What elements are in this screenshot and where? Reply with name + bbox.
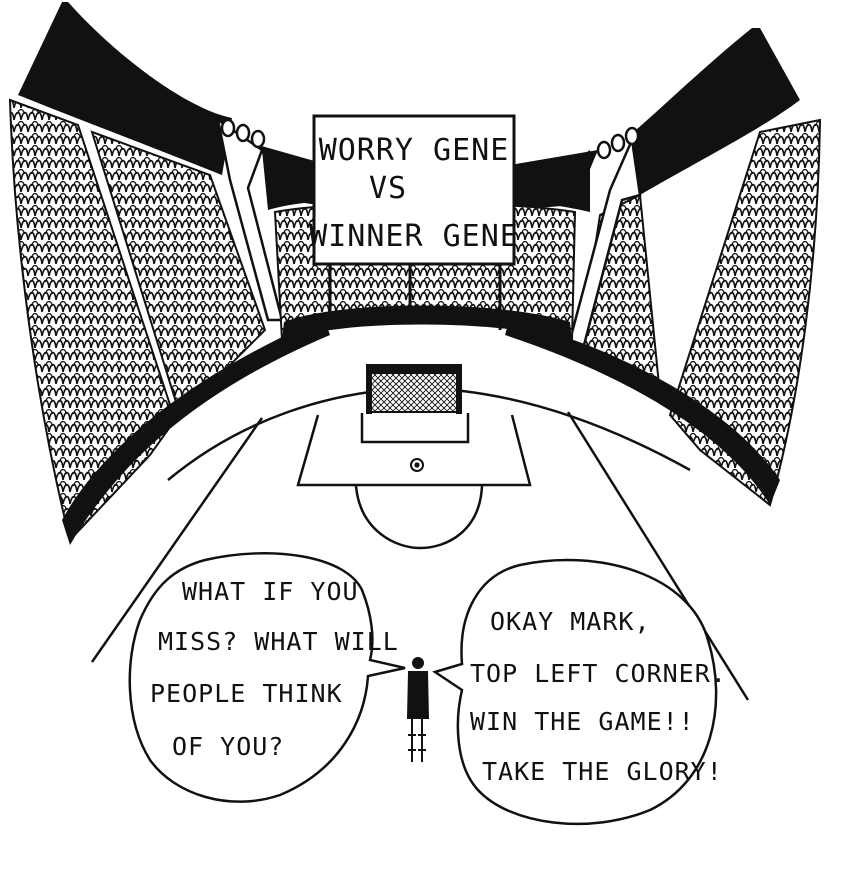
player-figure-icon [406, 657, 430, 762]
right-roof [630, 28, 800, 195]
right-bubble-outline [432, 558, 718, 826]
right-bubble-line-4: TAKE THE GLORY! [482, 757, 723, 786]
scoreboard-line-1: WORRY GENE [319, 133, 510, 168]
scoreboard-panel [312, 114, 516, 266]
right-stand [505, 28, 822, 507]
scoreboard-line-2: VS [369, 171, 407, 206]
right-speech-bubble: OKAY MARK, TOP LEFT CORNER. WIN THE GAME… [432, 558, 727, 826]
right-bubble-line-3: WIN THE GAME!! [470, 707, 695, 736]
left-bubble-line-4: OF YOU? [172, 732, 284, 761]
left-bubble-line-3: PEOPLE THINK [150, 679, 343, 708]
football-icon [410, 458, 424, 472]
right-gantry [568, 135, 642, 347]
left-stand [8, 2, 330, 545]
floodlight-icon [220, 118, 266, 149]
floodlight-icon [596, 126, 640, 160]
left-crowd-inner [90, 130, 267, 417]
left-roof [18, 2, 232, 175]
left-stand-edge [62, 318, 330, 545]
right-bubble-line-2: TOP LEFT CORNER. [470, 659, 727, 688]
scoreboard: WORRY GENE VS WINNER GENE [309, 114, 519, 266]
pitch-right-touchline [566, 411, 750, 701]
scoreboard-line-3: WINNER GENE [309, 219, 519, 254]
left-speech-bubble: WHAT IF YOU MISS? WHAT WILL PEOPLE THINK… [128, 552, 406, 803]
penalty-box [296, 414, 532, 487]
goal-net-icon [366, 364, 462, 414]
six-yard-box [360, 413, 470, 444]
left-bubble-outline [128, 552, 406, 803]
right-stand-edge [505, 318, 780, 505]
right-bubble-line-1: OKAY MARK, [490, 607, 651, 636]
left-bubble-line-2: MISS? WHAT WILL [158, 627, 399, 656]
penalty-arc [354, 485, 484, 550]
left-bubble-line-1: WHAT IF YOU [182, 577, 359, 606]
pitch-left-touchline [90, 417, 264, 663]
